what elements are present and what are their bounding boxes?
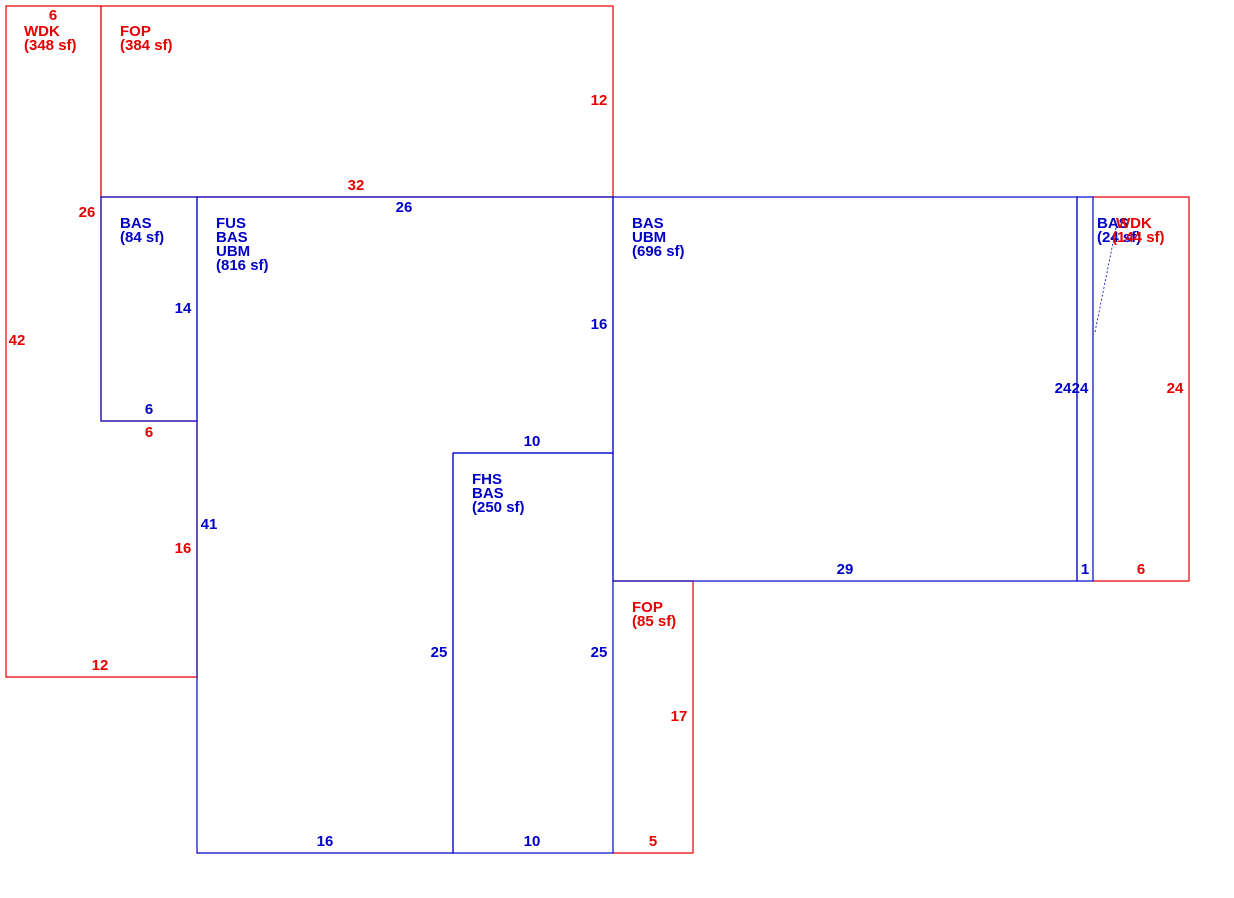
- fhs-outline: [452, 452, 614, 854]
- dim-wdk-right-side: 24: [1167, 380, 1184, 397]
- fop-top-area: (384 sf): [120, 37, 173, 54]
- wdk-right-label: WDK: [1116, 215, 1152, 232]
- fhs-area: (250 sf): [472, 499, 525, 516]
- fus-main-label-2: BAS: [216, 229, 248, 246]
- dim-wdk-left-bottom: 12: [92, 657, 109, 674]
- dim-wdk-right-bottom: 6: [1137, 561, 1145, 578]
- wdk-left-label: WDK: [24, 23, 60, 40]
- dim-fus-inner: 25: [431, 644, 448, 661]
- dim-fhs-side: 25: [591, 644, 608, 661]
- fus-main-label-1: FUS: [216, 215, 246, 232]
- fop-top-outline: [100, 5, 614, 198]
- bas-small-area: (84 sf): [120, 229, 164, 246]
- dim-bas-ubm-side: 16: [591, 316, 608, 333]
- wdk-right-area: (144 sf): [1112, 229, 1165, 246]
- fus-main-label-3: UBM: [216, 243, 250, 260]
- dim-bas-small-bottom: 6: [145, 401, 153, 418]
- dim-fop-top-side: 12: [591, 92, 608, 109]
- bas-ubm-area: (696 sf): [632, 243, 685, 260]
- leader-line: [1094, 217, 1119, 333]
- dim-bas-strip-side: 24: [1072, 380, 1089, 397]
- fop-bottom-area: (85 sf): [632, 613, 676, 630]
- fop-bottom-label: FOP: [632, 599, 663, 616]
- dim-fhs-bottom: 10: [524, 833, 541, 850]
- fop-top-label: FOP: [120, 23, 151, 40]
- wdk-right-outline: [1093, 196, 1190, 582]
- fus-main-area: (816 sf): [216, 257, 269, 274]
- dim-fop-bottom-bottom: 5: [649, 833, 657, 850]
- bas-strip-outline: [1076, 196, 1094, 582]
- wdk-left-area: (348 sf): [24, 37, 77, 54]
- bas-ubm-label-2: UBM: [632, 229, 666, 246]
- dim-fus-side: 41: [201, 516, 218, 533]
- dim-wdk-left-top: 6: [49, 7, 57, 24]
- dim-fus-top: 26: [396, 199, 413, 216]
- fus-main-outline: [196, 196, 614, 854]
- dim-bas-strip-bottom: 1: [1081, 561, 1089, 578]
- dim-wdk-left-side: 42: [9, 332, 26, 349]
- dim-wdk-left-inner: 26: [79, 204, 96, 221]
- dim-fop-bottom-side: 17: [671, 708, 688, 725]
- fhs-label-1: FHS: [472, 471, 502, 488]
- bas-ubm-label-1: BAS: [632, 215, 664, 232]
- dim-step: 10: [524, 433, 541, 450]
- dim-fus-bottom: 16: [317, 833, 334, 850]
- bas-strip-area: (24 sf): [1097, 229, 1141, 246]
- bas-strip-label: BAS: [1097, 215, 1129, 232]
- dim-fop-top-bottom: 32: [348, 177, 365, 194]
- dim-bas-ubm-right-side: 24: [1055, 380, 1072, 397]
- fhs-label-2: BAS: [472, 485, 504, 502]
- dim-bas-small-side: 14: [175, 300, 192, 317]
- dim-wdk-left-notch: 6: [145, 424, 153, 441]
- bas-small-label: BAS: [120, 215, 152, 232]
- dim-wdk-left-inner-lower: 16: [175, 540, 192, 557]
- dim-bas-ubm-bottom: 29: [837, 561, 854, 578]
